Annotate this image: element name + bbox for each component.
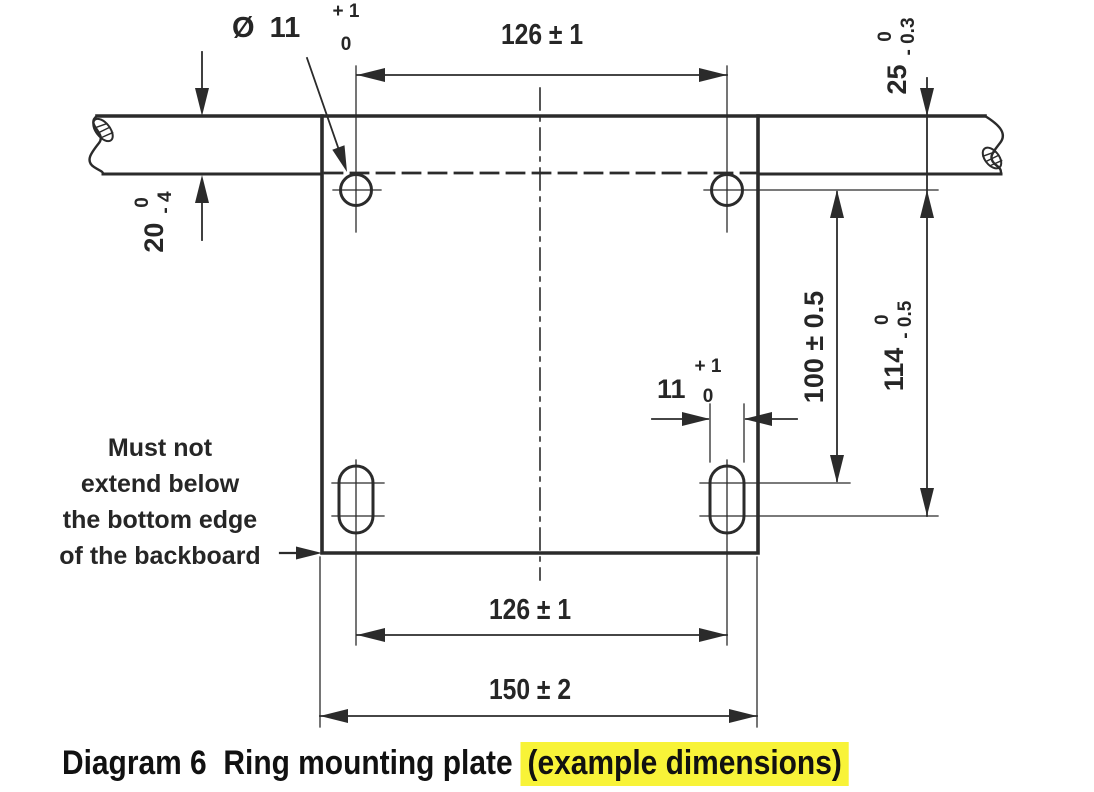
dim-label-bottom-hole-spacing: 126 ± 1 (488, 594, 572, 626)
caption-title: Ring mounting plate(example dimensions) (223, 742, 849, 786)
mounting-hole-left (332, 65, 382, 233)
backboard (88, 114, 1005, 176)
backboard-left-break (88, 114, 114, 176)
dim-plate-width (319, 556, 758, 728)
slot-width-tolerance: + 1 0 (694, 356, 722, 407)
note-line: of the backboard (59, 542, 261, 570)
dim-label-slot-width: 11 (657, 374, 686, 404)
dim-label-backboard-right: 25 0 - 0.3 (875, 17, 919, 95)
dim-backboard-right-and-114 (920, 77, 934, 517)
dim-top-width (356, 68, 728, 82)
diameter-symbol: Ø (232, 12, 255, 44)
caption-label: Diagram 6 (62, 744, 207, 782)
diameter-value: 11 (269, 12, 301, 44)
caption: Diagram 6 Ring mounting plate(example di… (62, 742, 849, 786)
note-arrow (278, 546, 322, 560)
dim-label-backboard-left: 20 0 - 4 (132, 191, 176, 253)
backboard-right-break (981, 114, 1005, 176)
dim-hole-to-slot-center (830, 190, 844, 483)
dim-label-hole-to-slot-center: 100 ± 0.5 (798, 290, 829, 404)
diameter-tolerance: + 1 0 (332, 1, 360, 55)
mounting-plate (320, 114, 760, 555)
dim-label-top-width: 126 ± 1 (500, 19, 584, 51)
note-text: Must not extend below the bottom edge of… (46, 430, 274, 574)
dim-label-plate-width: 150 ± 2 (488, 674, 572, 706)
note-line: Must not (107, 434, 213, 462)
note-line: the bottom edge (62, 506, 258, 534)
dim-bottom-hole-spacing (356, 628, 728, 642)
diameter-leader (305, 56, 347, 172)
caption-highlight: (example dimensions) (520, 742, 849, 786)
dim-backboard-left (195, 51, 209, 241)
slot-left (331, 459, 385, 646)
note-line: extend below (80, 470, 240, 498)
mounting-hole-right (703, 65, 939, 233)
slot-right (699, 459, 939, 646)
dim-label-hole-to-slot-end: 114 0 - 0.5 (872, 300, 916, 392)
diameter-label: Ø 11 (232, 12, 300, 45)
dim-slot-width (651, 403, 798, 463)
